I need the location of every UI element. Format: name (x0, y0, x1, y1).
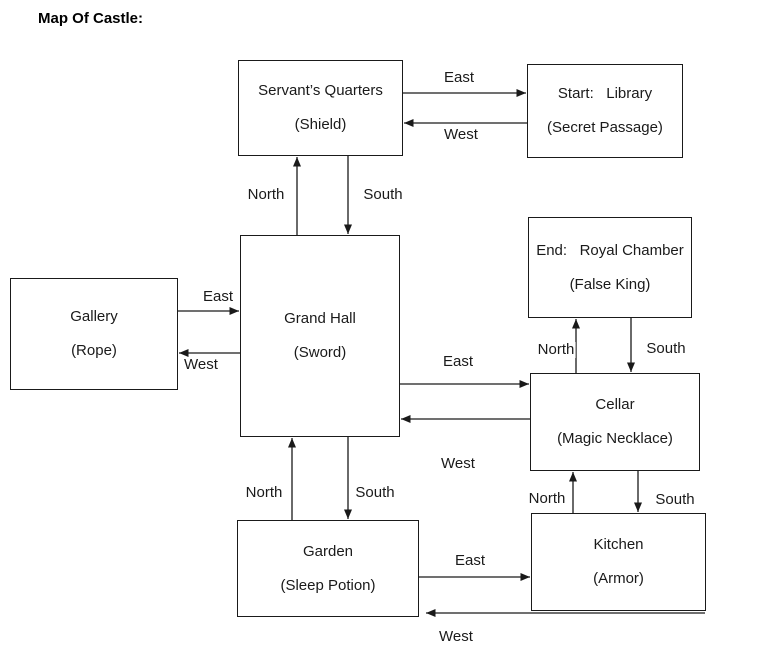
room-name-royal-chamber: End: Royal Chamber (536, 241, 684, 259)
room-box-cellar: Cellar (Magic Necklace) (530, 373, 700, 471)
edge-label-west-library-to-servants: West (443, 126, 479, 143)
diagram-title: Map Of Castle: (38, 10, 144, 27)
edge-label-north-cellar-to-royalchamber: North (536, 341, 576, 358)
edge-label-south-cellar-to-kitchen: South (654, 491, 696, 508)
edge-label-west-grandhall-to-gallery: West (183, 356, 219, 373)
room-name-library: Start: Library (557, 85, 653, 102)
edge-label-west-cellar-to-grandhall: West (440, 455, 476, 472)
room-item-royal-chamber: (False King) (569, 275, 651, 293)
edge-label-south-servants-to-grandhall: South (362, 186, 404, 203)
room-item-servants-quarters: (Shield) (294, 116, 347, 133)
room-item-gallery: (Rope) (71, 342, 117, 359)
room-name-cellar: Cellar (595, 396, 635, 413)
room-box-servants-quarters: Servant’s Quarters (Shield) (238, 60, 403, 156)
edge-label-east-grandhall-to-cellar: East (441, 353, 475, 370)
edge-label-north-garden-to-grandhall: North (244, 484, 284, 501)
room-item-grand-hall: (Sword) (293, 344, 347, 361)
edge-label-west-kitchen-to-garden: West (438, 628, 474, 645)
room-item-garden: (Sleep Potion) (280, 576, 376, 594)
room-name-servants-quarters: Servant’s Quarters (258, 82, 383, 99)
room-box-kitchen: Kitchen (Armor) (531, 513, 706, 611)
edge-label-north-kitchen-to-cellar: North (527, 490, 567, 507)
room-box-grand-hall: Grand Hall (Sword) (240, 235, 400, 437)
edge-label-south-grandhall-to-garden: South (354, 484, 396, 501)
room-name-gallery: Gallery (70, 308, 118, 325)
room-box-gallery: Gallery (Rope) (10, 278, 178, 390)
room-item-kitchen: (Armor) (593, 570, 644, 587)
room-item-cellar: (Magic Necklace) (557, 430, 673, 447)
room-name-kitchen: Kitchen (593, 536, 644, 553)
room-box-royal-chamber-end: End: Royal Chamber (False King) (528, 217, 692, 318)
room-item-library: (Secret Passage) (547, 119, 663, 136)
room-name-grand-hall: Grand Hall (284, 310, 356, 327)
room-name-garden: Garden (302, 542, 354, 560)
room-box-garden: Garden (Sleep Potion) (237, 520, 419, 617)
edge-label-north-grandhall-to-servants: North (246, 186, 286, 203)
edge-label-south-royalchamber-to-cellar: South (645, 340, 687, 357)
edge-label-east-servants-to-library: East (442, 69, 476, 86)
room-box-library-start: Start: Library (Secret Passage) (527, 64, 683, 158)
edge-label-east-garden-to-kitchen: East (453, 552, 487, 569)
edge-label-east-gallery-to-grandhall: East (201, 288, 235, 305)
